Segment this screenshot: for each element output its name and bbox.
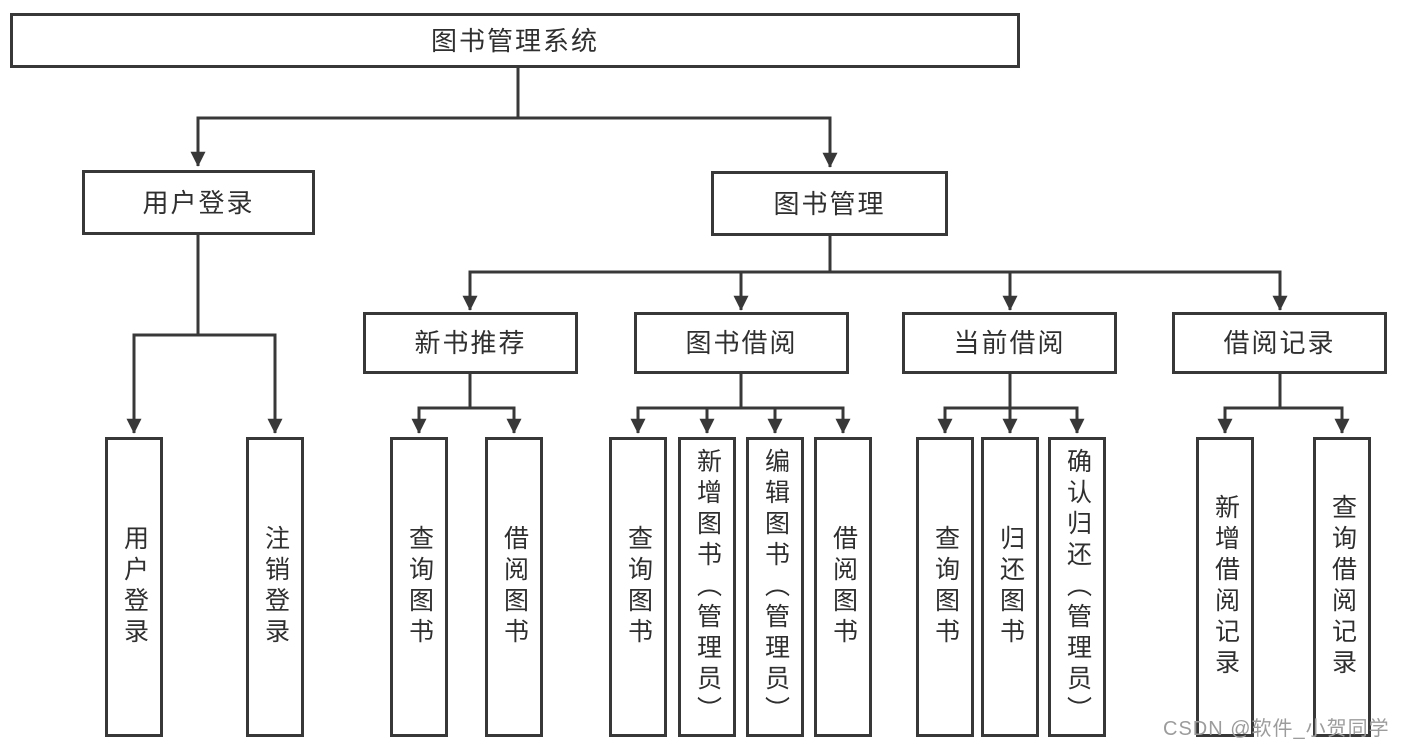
node-new-book-recommendation: 新书推荐	[363, 312, 578, 374]
leaf-borrow-books-recommend: 借阅图书	[485, 437, 543, 737]
leaf-return-books: 归还图书	[981, 437, 1039, 737]
leaf-query-books-recommend: 查询图书	[390, 437, 448, 737]
node-current-borrowing: 当前借阅	[902, 312, 1117, 374]
node-library-management-system: 图书管理系统	[10, 13, 1020, 68]
leaf-logout-login: 注销登录	[246, 437, 304, 737]
node-user-login: 用户登录	[82, 170, 315, 235]
csdn-watermark: CSDN @软件_小贺同学	[1163, 718, 1390, 740]
node-book-management: 图书管理	[711, 171, 948, 236]
node-borrowing-records: 借阅记录	[1172, 312, 1387, 374]
leaf-borrow-books: 借阅图书	[814, 437, 872, 737]
leaf-user-login: 用户登录	[105, 437, 163, 737]
leaf-query-books-current: 查询图书	[916, 437, 974, 737]
leaf-query-books-borrow: 查询图书	[609, 437, 667, 737]
leaf-edit-books-admin: 编辑图书（管理员）	[746, 437, 804, 737]
leaf-add-books-admin: 新增图书（管理员）	[678, 437, 736, 737]
leaf-confirm-return-admin: 确认归还（管理员）	[1048, 437, 1106, 737]
leaf-query-borrow-record: 查询借阅记录	[1313, 437, 1371, 737]
node-book-borrowing: 图书借阅	[634, 312, 849, 374]
leaf-add-borrow-record: 新增借阅记录	[1196, 437, 1254, 737]
